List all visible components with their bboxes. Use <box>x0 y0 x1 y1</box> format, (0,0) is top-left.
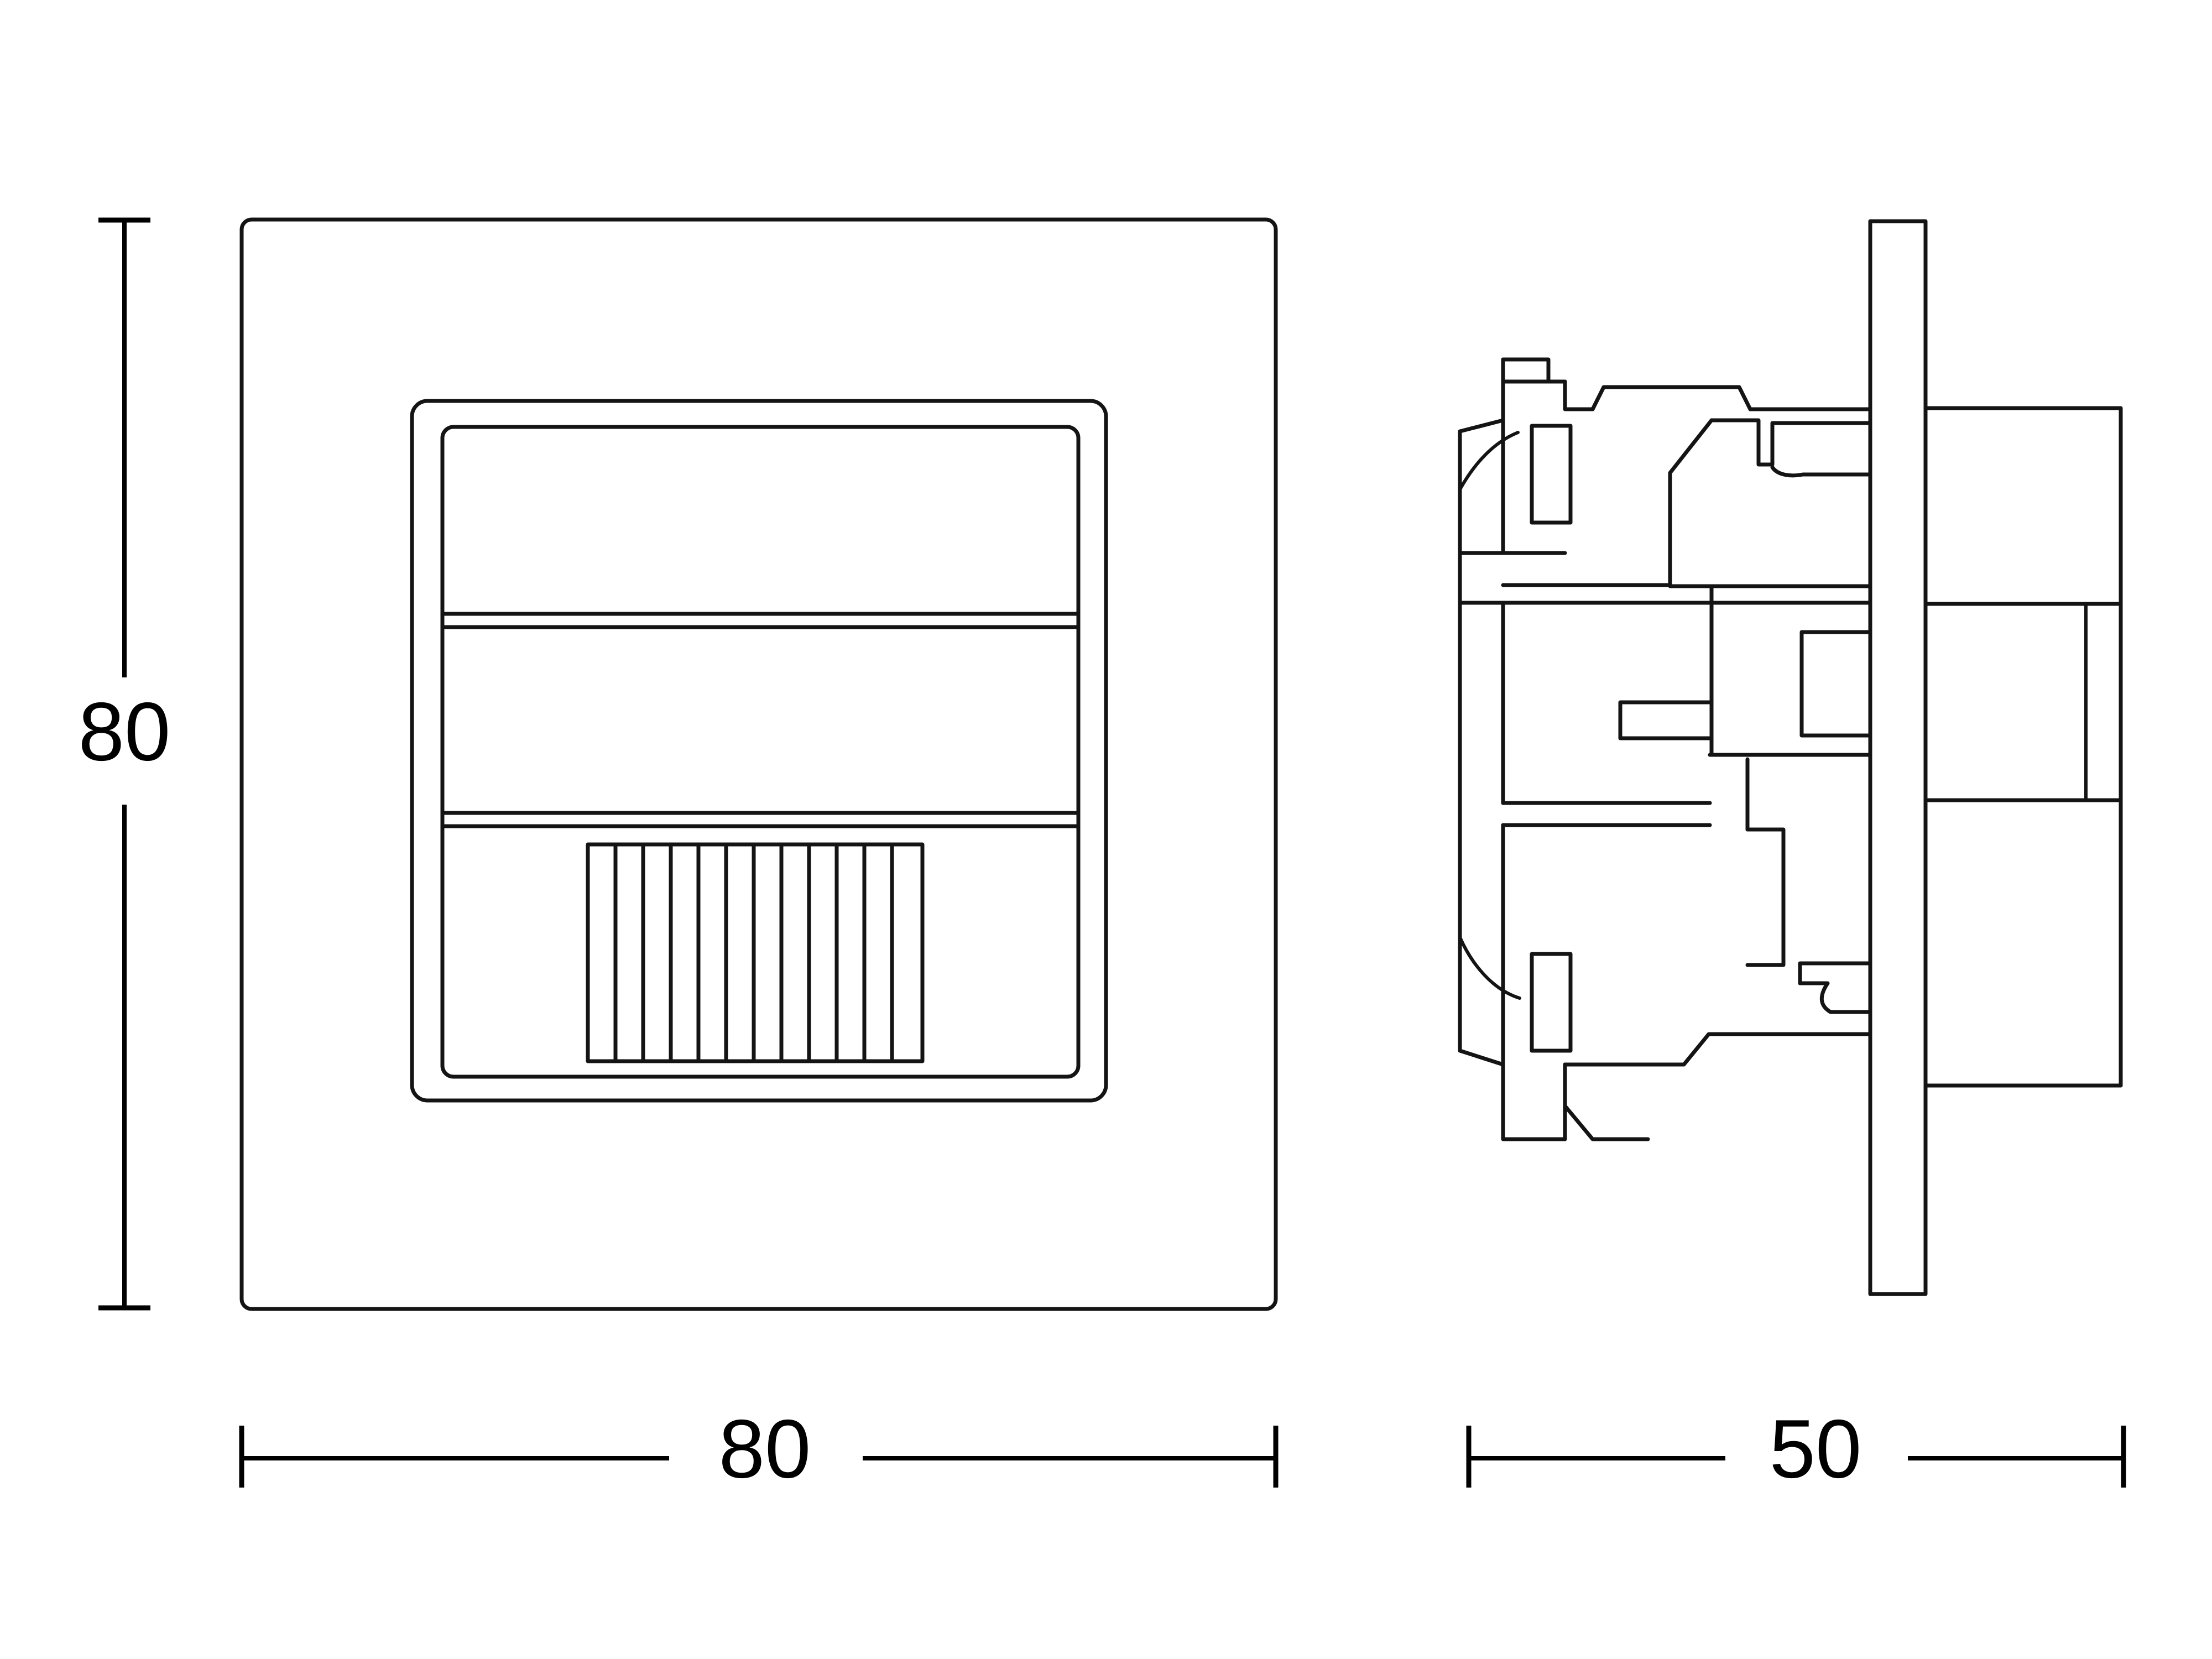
bottom-hook-top <box>1798 961 1872 985</box>
mounting-body-outline <box>1458 357 1567 1141</box>
wall-plate <box>1868 219 1928 1296</box>
dimension-height: 80 <box>79 217 171 1311</box>
body-bottom-profile-step <box>1563 1062 1650 1141</box>
terminal-recess-upper <box>1799 630 1872 738</box>
dim-height-label: 80 <box>79 685 171 778</box>
mounting-body-top-profile <box>1501 357 1872 411</box>
front-cover-lower <box>1923 798 2123 1088</box>
dim-width-label: 80 <box>719 1402 811 1495</box>
side-view <box>1458 219 2123 1296</box>
front-cover-middle <box>1923 602 2123 802</box>
front-view <box>239 217 1278 1311</box>
dimension-width: 80 <box>239 1402 1279 1495</box>
claw-top-slot <box>1530 424 1573 525</box>
internal-shoulder-upper <box>1709 418 1872 467</box>
claw-bottom-slot <box>1530 952 1573 1053</box>
dimension-depth: 50 <box>1466 1402 2126 1495</box>
internal-shoulder-upper-lower <box>1668 418 1872 588</box>
inner-panel-outer-border <box>410 399 1108 1103</box>
slider-plunger <box>1618 700 1714 740</box>
internal-shoulder-notch <box>1770 465 1872 478</box>
claw-top-arc <box>1458 431 1520 491</box>
bottom-hook <box>1798 981 1872 1014</box>
inner-panel-inner-border <box>440 425 1081 1079</box>
connector-tab-lower <box>1745 827 1786 967</box>
front-cover-upper <box>1923 406 2123 606</box>
sensor-grille-bars <box>613 846 894 1060</box>
sensor-grille-frame <box>586 842 925 1063</box>
outer-faceplate <box>239 217 1278 1311</box>
dim-depth-label: 50 <box>1770 1402 1862 1495</box>
claw-bottom-arc <box>1458 936 1521 1000</box>
body-bottom-profile <box>1563 1032 1872 1067</box>
